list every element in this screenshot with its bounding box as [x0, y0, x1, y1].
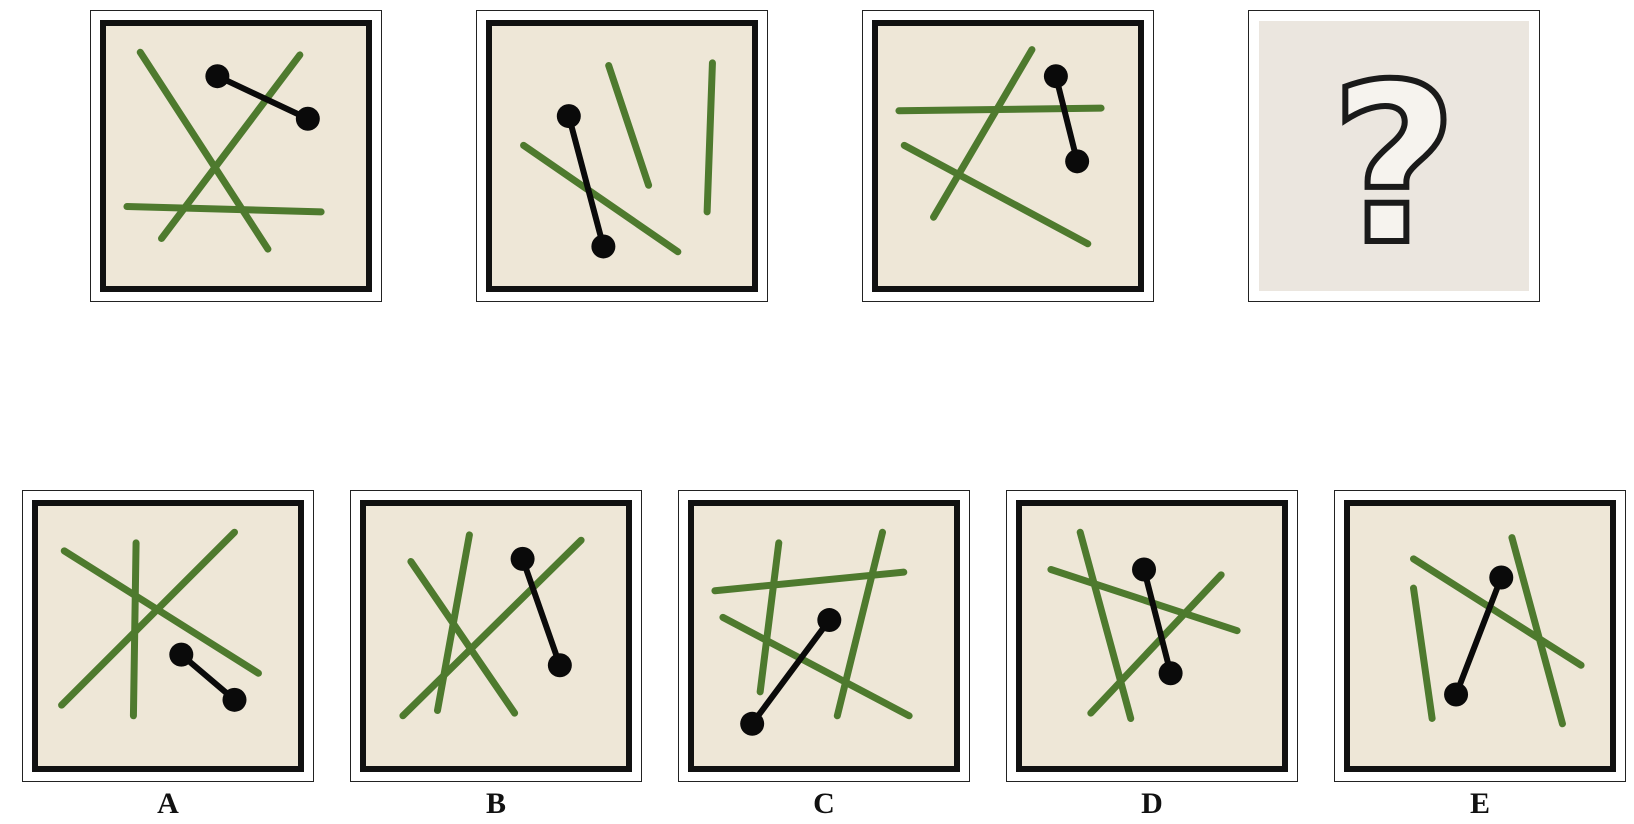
option-label-c: C	[813, 787, 835, 820]
option-panel-c[interactable]	[678, 490, 970, 782]
question-panel-3-endpoint-2	[1065, 149, 1090, 174]
option-c-endpoint-2	[817, 608, 842, 633]
option-d-endpoint-1	[1132, 557, 1157, 582]
question-mark-icon: ?	[1330, 37, 1458, 293]
question-panel-1-green-line-3	[123, 203, 325, 216]
option-d-black-segment	[1141, 566, 1174, 677]
question-panel-2-figure	[486, 20, 758, 292]
option-panel-a[interactable]	[22, 490, 314, 782]
question-panel-2-endpoint-2	[591, 234, 616, 259]
option-label-e: E	[1469, 787, 1490, 820]
missing-panel: ?	[1248, 10, 1540, 302]
option-d-endpoint-2	[1158, 661, 1183, 686]
question-panel-2-green-line-2	[703, 59, 716, 216]
option-a-paper	[32, 500, 304, 772]
option-d-paper	[1016, 500, 1288, 772]
question-panel-1-green-line-1	[136, 48, 272, 253]
option-c-black-segment	[749, 617, 833, 727]
option-b-black-segment	[519, 555, 563, 669]
option-panel-d[interactable]	[1006, 490, 1298, 782]
option-e-green-line-2	[1508, 534, 1566, 728]
question-panel-1	[90, 10, 382, 302]
question-panel-3	[862, 10, 1154, 302]
option-d-green-line-1	[1047, 566, 1241, 635]
option-b-green-line-1	[407, 558, 519, 717]
option-e-figure	[1344, 500, 1616, 772]
question-panel-1-figure	[100, 20, 372, 292]
option-panel-e[interactable]	[1334, 490, 1626, 782]
option-c-green-line-2	[756, 539, 783, 696]
option-c-green-line-4	[719, 613, 913, 720]
question-panel-2-black-segment	[565, 113, 607, 250]
option-e-endpoint-1	[1444, 682, 1469, 707]
option-b-endpoint-2	[547, 653, 572, 678]
option-d-green-line-3	[1087, 571, 1225, 717]
question-panel-3-figure	[872, 20, 1144, 292]
question-panel-3-green-line-1	[930, 46, 1036, 221]
option-a-green-line-3	[58, 528, 238, 709]
question-panel-3-black-segment	[1052, 73, 1081, 165]
option-b-paper	[360, 500, 632, 772]
option-a-figure	[32, 500, 304, 772]
question-panel-3-green-line-3	[900, 141, 1092, 248]
option-b-figure	[360, 500, 632, 772]
question-panel-2-green-line-3	[520, 141, 682, 256]
option-b-green-line-3	[399, 536, 585, 720]
option-c-paper	[688, 500, 960, 772]
option-e-green-line-1	[1410, 584, 1436, 722]
missing-figure: ?	[1259, 21, 1529, 296]
option-label-b: B	[485, 787, 506, 820]
option-d-figure	[1016, 500, 1288, 772]
option-a-endpoint-1	[169, 642, 194, 667]
option-d-green-line-2	[1076, 528, 1135, 722]
question-panel-3-paper	[872, 20, 1144, 292]
question-panel-2	[476, 10, 768, 302]
question-panel-1-endpoint-2	[295, 106, 320, 131]
question-panel-1-black-segment	[214, 73, 311, 122]
missing-background	[1259, 21, 1529, 291]
option-label-a: A	[157, 787, 179, 820]
question-panel-2-green-line-1	[605, 62, 653, 189]
option-c-endpoint-1	[740, 711, 765, 736]
option-e-endpoint-2	[1489, 565, 1514, 590]
option-c-figure	[688, 500, 960, 772]
option-e-green-line-3	[1410, 555, 1585, 669]
option-a-endpoint-2	[222, 687, 247, 712]
option-e-black-segment	[1453, 574, 1505, 698]
question-panel-1-endpoint-1	[205, 64, 230, 89]
option-a-green-line-1	[60, 547, 262, 677]
question-panel-2-endpoint-1	[556, 104, 581, 129]
option-label-d: D	[1141, 787, 1163, 820]
option-panel-b[interactable]	[350, 490, 642, 782]
question-panel-3-endpoint-1	[1043, 64, 1068, 89]
option-b-endpoint-1	[510, 546, 535, 571]
question-panel-1-paper	[100, 20, 372, 292]
question-panel-3-green-line-2	[895, 104, 1105, 115]
